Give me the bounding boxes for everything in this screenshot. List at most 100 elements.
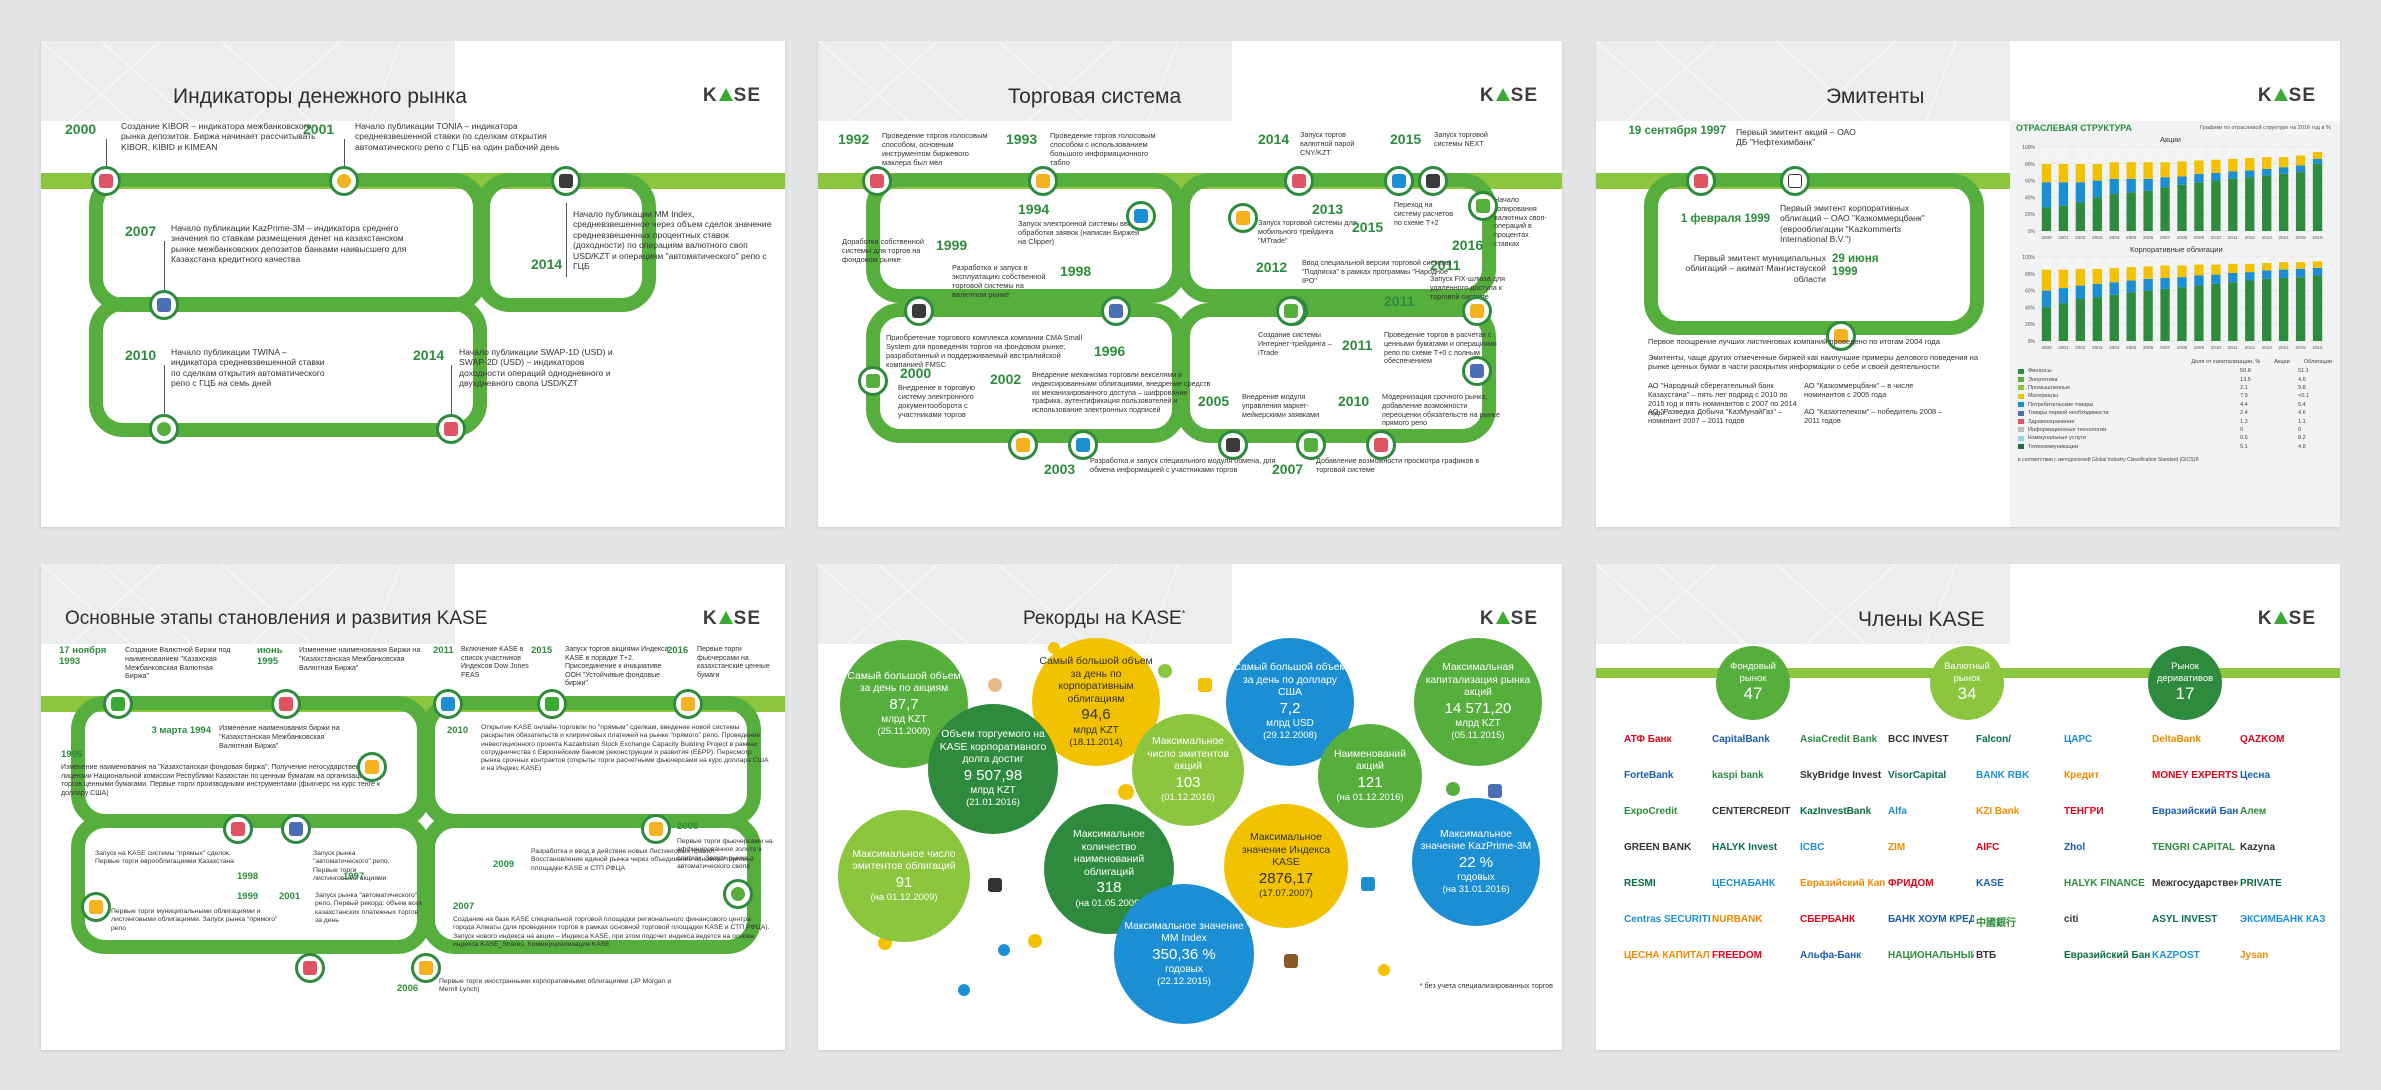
bar-segment [2075, 182, 2086, 203]
sector-table: Доля от капитализации, % Акции Облигации… [2018, 359, 2332, 463]
bar-segment [2177, 147, 2187, 162]
event-text: Внедрение в торговую систему электронног… [898, 383, 976, 420]
bar-segment [2295, 262, 2306, 269]
year-label: 2011 [1430, 257, 1461, 273]
record-bubble: Наименований акций 121 (на 01.12.2016) [1318, 724, 1422, 828]
date-label: 2009 [493, 859, 515, 870]
event-text: Создание KIBOR – индикатора межбанковско… [121, 121, 316, 152]
pie-chart-icon [149, 414, 179, 444]
member-logo: ЦАРС [2064, 734, 2093, 745]
bar-segment [2058, 303, 2069, 341]
date-label: 2015 [531, 645, 553, 656]
x-tick-label: 2004 [2109, 345, 2120, 350]
bar-segment [2262, 168, 2272, 176]
date-label: 19 сентября 1997 [1628, 125, 1726, 137]
bar-segment [2075, 163, 2086, 183]
bar-segment [2194, 173, 2204, 183]
bubble-date: (18.11.2014) [1069, 736, 1123, 748]
bar-segment [2126, 178, 2136, 193]
bar-segment [2295, 165, 2306, 173]
market-count: 34 [1957, 684, 1977, 704]
exchange-icon [1068, 430, 1098, 460]
member-logo: АТФ Банк [1624, 734, 1672, 745]
y-tick-label: 20% [2025, 212, 2036, 218]
member-logo: CENTERCREDIT [1712, 806, 1791, 817]
member-logo: kaspi bank [1712, 770, 1764, 781]
year-label: 1998 [1060, 263, 1092, 279]
member-logo: SkyBridge Invest [1800, 770, 1882, 781]
table-cell: 0 [2240, 426, 2244, 433]
bar-segment [2312, 152, 2323, 159]
market-bubble: Фондовый рынок 47 [1716, 646, 1790, 720]
record-bubble: Максимальное число эмитентов акций 103 (… [1132, 714, 1244, 826]
bubble-label: Максимальное число эмитентов акций [1147, 736, 1229, 773]
year-label: 2011 [1342, 337, 1373, 353]
member-logo: KAZPOST [2152, 950, 2200, 961]
member-logo: NURBANK [1712, 914, 1763, 925]
bar-segment [2278, 167, 2289, 174]
year-label: 2010 [125, 347, 157, 363]
safe-icon [91, 166, 121, 196]
bar-segment [2194, 147, 2204, 161]
member-logo: VisorCapital [1888, 770, 1947, 781]
bubble-date: (05.11.2015) [1451, 730, 1505, 742]
sector-panel: ОТРАСЛЕВАЯ СТРУКТУРА Графики по отраслев… [2010, 121, 2340, 527]
bubble-value: 14 571,20 [1444, 699, 1512, 717]
bar-segment [2228, 263, 2238, 273]
member-logo: Zhol [2064, 842, 2086, 853]
bar-segment [2211, 173, 2221, 181]
bar-segment [2245, 272, 2255, 281]
event-text: Разработка и запуск в эксплуатацию собст… [952, 263, 1046, 300]
document-icon [858, 366, 888, 396]
bar-segment [2160, 288, 2170, 341]
date-label: 1 февраля 1999 [1680, 213, 1770, 225]
date-label: июнь 1995 [257, 645, 283, 667]
x-tick-label: 2015 [2295, 345, 2306, 350]
winner-text: АО "Разведка Добыча "КазМунайГаз" – номи… [1648, 407, 1783, 426]
member-logo: ЦЕСНАБАНК [1712, 878, 1775, 889]
people-icon [1218, 430, 1248, 460]
bar-segment [2295, 277, 2306, 341]
header-pattern [1596, 564, 1957, 644]
year-label: 2007 [1272, 461, 1304, 477]
bubble-unit: млрд KZT [1455, 718, 1501, 730]
bar-segment [2312, 147, 2323, 153]
event-text: Проведение торгов голосовым способом с и… [1050, 131, 1156, 168]
bar-segment [2278, 157, 2289, 168]
table-cell: 5.1 [2240, 443, 2248, 450]
member-logo: Евразийский Банк [2152, 806, 2238, 817]
table-cell: 8.2 [2298, 435, 2306, 442]
bubble-unit: млрд KZT [1073, 724, 1119, 736]
bar-segment [2109, 267, 2119, 283]
table-cell: Финансы [2028, 368, 2052, 375]
member-logo: ЦЕСНА КАПИТАЛ [1624, 950, 1710, 961]
table-cell: Коммунальные услуги [2028, 435, 2086, 442]
table-header: Доля от капитализации, % Акции Облигации [2018, 359, 2332, 365]
bubble-unit: млрд KZT [970, 785, 1016, 797]
x-tick-label: 2002 [2075, 235, 2086, 240]
bar-segment [2075, 268, 2086, 286]
year-label: 2007 [125, 223, 157, 239]
table-cell: 4.8 [2298, 443, 2306, 450]
x-tick-label: 2008 [2177, 345, 2188, 350]
bar-segment [2295, 268, 2306, 278]
y-tick-label: 80% [2025, 162, 2036, 168]
bar-segment [2194, 285, 2204, 341]
event-text: Включение KASE в список участников Индек… [461, 646, 529, 679]
bar-segment [2160, 162, 2170, 178]
legend-swatch [2018, 377, 2024, 383]
x-tick-label: 2016 [2312, 345, 2323, 350]
bar-segment [2228, 158, 2238, 172]
bubble-label: Максимальная капитализация рынка акций [1425, 662, 1531, 699]
event-text: Первые торги муниципальными облигациями … [111, 908, 278, 932]
header-background [41, 41, 455, 121]
year-label: 2013 [1312, 201, 1344, 217]
bar-segment [2092, 297, 2102, 341]
document-icon [1780, 166, 1810, 196]
bar-segment [2228, 272, 2238, 283]
bar-segment [2075, 285, 2086, 299]
bar-segment [2109, 282, 2119, 295]
